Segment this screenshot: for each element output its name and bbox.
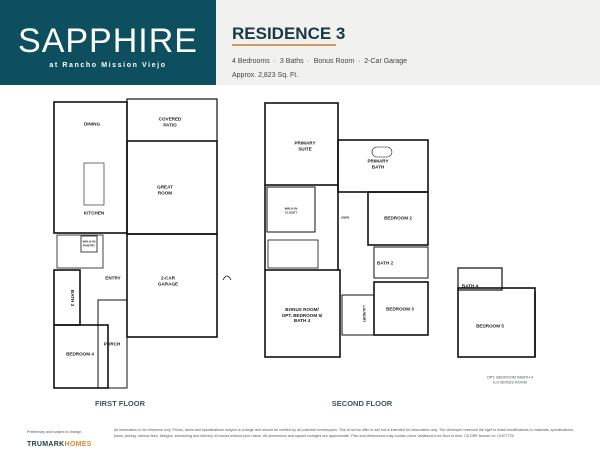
- optional-caption: OPT. BEDROOM 5/BATH 4 ILO BONUS ROOM: [486, 375, 534, 384]
- room-dining: DINING: [83, 121, 101, 127]
- room-entry: ENTRY: [105, 275, 121, 281]
- first-floor-plan: [53, 98, 232, 389]
- sapphire-logo: SAPPHIRE: [18, 22, 198, 60]
- room-walk-in-closet: WALK-IN CLOSET: [284, 206, 298, 214]
- room-bedroom-4: BEDROOM 4: [66, 351, 94, 357]
- room-bonus-room: BONUS ROOM/ OPT. BEDROOM 5/ BATH 4: [281, 306, 323, 323]
- room-walk-in-pantry: WALK-IN PANTRY: [82, 239, 96, 247]
- room-garage: 2-CAR GARAGE: [157, 275, 179, 287]
- second-floor-plan: [264, 102, 429, 358]
- info-panel: [216, 0, 600, 85]
- residence-title: RESIDENCE 3: [232, 24, 346, 43]
- room-bedroom-5: BEDROOM 5: [476, 323, 504, 329]
- room-porch: PORCH: [103, 341, 121, 347]
- logo-subtitle: at Rancho Mission Viejo: [49, 62, 167, 69]
- optional-bedroom5-plan: [457, 267, 536, 358]
- first-floor-title: FIRST FLOOR: [95, 399, 145, 408]
- brand-panel: SAPPHIRE at Rancho Mission Viejo: [0, 0, 216, 85]
- disclaimer-text: All information is for reference only. P…: [114, 428, 574, 438]
- room-bath-3: BATH 3: [69, 289, 75, 307]
- room-kitchen: KITCHEN: [83, 210, 105, 216]
- room-bedroom-3: BEDROOM 3: [386, 306, 414, 312]
- logo-text-a: TRUMARK: [27, 441, 65, 448]
- preliminary-note: Preliminary and subject to change.: [27, 430, 83, 434]
- logo-text-b: HOMES: [64, 441, 92, 448]
- room-bath-2: BATH 2: [376, 260, 394, 266]
- room-great-room: GREAT ROOM: [157, 184, 173, 196]
- room-primary-suite: PRIMARY SUITE: [294, 140, 316, 152]
- square-footage: Approx. 2,823 Sq. Ft.: [232, 72, 299, 79]
- home-specs: 4 Bedrooms · 3 Baths · Bonus Room · 2-Ca…: [232, 58, 408, 65]
- trumark-homes-logo: TRUMARKHOMES: [27, 441, 92, 448]
- room-primary-bath: PRIMARY BATH: [367, 158, 389, 170]
- second-floor-title: SECOND FLOOR: [331, 399, 393, 408]
- room-laundry: LAUNDRY: [362, 305, 367, 323]
- title-underline: [232, 44, 336, 46]
- room-bath-4: BATH 4: [461, 283, 479, 289]
- room-linen: LINEN: [340, 215, 350, 220]
- room-bedroom-2: BEDROOM 2: [384, 215, 412, 221]
- room-covered-patio: COVERED PATIO: [158, 116, 182, 128]
